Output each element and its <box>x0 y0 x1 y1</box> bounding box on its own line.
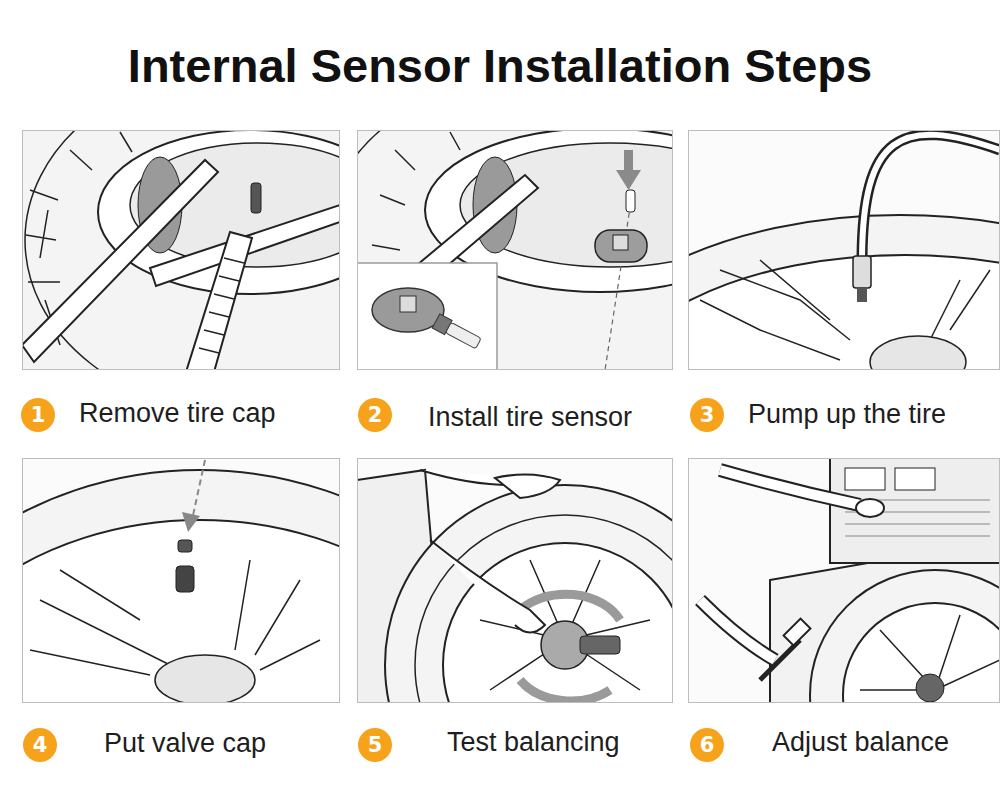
arm <box>700 600 775 660</box>
sensor-stem <box>432 314 482 351</box>
tread-edge <box>357 130 673 370</box>
callout-number: 6 <box>689 727 725 763</box>
inset-box <box>357 263 497 370</box>
step-caption: Pump up the tire <box>748 397 1000 431</box>
step-caption: Test balancing <box>447 725 707 759</box>
step-number-badge: 5 <box>357 727 393 763</box>
panel-border <box>357 458 673 703</box>
step-caption: Install tire sensor <box>428 400 688 434</box>
valve-stem <box>626 190 635 212</box>
rotate-arrow <box>520 680 610 701</box>
step-caption: Remove tire cap <box>79 396 339 430</box>
tire-outer <box>357 130 673 370</box>
callout-number: 3 <box>689 397 725 433</box>
panel-install-sensor <box>357 130 673 370</box>
panel-valve-cap <box>22 458 340 703</box>
rim <box>22 520 340 703</box>
callout-number: 5 <box>357 727 393 763</box>
panel-border <box>22 458 340 703</box>
diagram-title: Internal Sensor Installation Steps <box>0 36 1000 96</box>
hub <box>916 674 944 702</box>
hub <box>870 336 966 370</box>
panel-test-balance <box>357 458 673 703</box>
tire-outer <box>22 470 340 703</box>
callout-number: 1 <box>20 397 56 433</box>
callout-number: 2 <box>357 397 393 433</box>
stem-tube <box>446 322 482 349</box>
tire-sensor <box>595 230 647 262</box>
air-hose <box>862 135 1000 262</box>
panel-border <box>357 130 673 370</box>
valve-cap <box>178 540 192 552</box>
rim <box>443 543 673 703</box>
panel-pump <box>688 130 1000 370</box>
valve-stem <box>857 288 867 302</box>
air-hose <box>862 135 1000 262</box>
badge-circle <box>21 398 55 432</box>
valve-stem <box>176 566 194 592</box>
panel-border <box>688 458 1000 703</box>
guide-arrowhead <box>182 512 200 532</box>
arm <box>430 540 545 633</box>
rim <box>843 603 1000 703</box>
guide-arrow <box>192 460 205 520</box>
hose-nozzle <box>853 256 871 288</box>
step-number-badge: 1 <box>20 397 56 433</box>
tool-ribs <box>199 258 244 353</box>
valve-tool <box>186 232 252 370</box>
step-number-badge: 3 <box>689 397 725 433</box>
arm <box>700 600 775 660</box>
spokes <box>480 560 650 690</box>
panel-border <box>22 130 340 370</box>
tire-outer <box>385 485 673 703</box>
panel-adjust-balance <box>688 458 1000 703</box>
display-screen <box>895 468 935 490</box>
display-panel <box>830 458 1000 563</box>
sensor-window <box>400 296 416 312</box>
tire-outer <box>22 130 340 370</box>
step-number-badge: 4 <box>22 727 58 763</box>
hand <box>495 474 560 498</box>
step-caption: Put valve cap <box>104 726 364 760</box>
hammer-head <box>784 619 811 646</box>
guide-line <box>605 195 632 370</box>
hub <box>155 655 255 703</box>
badge-circle <box>23 728 57 762</box>
panel-remove-cap <box>22 130 340 370</box>
badge-circle <box>358 728 392 762</box>
badge-circle <box>358 398 392 432</box>
badge-circle <box>690 728 724 762</box>
badge-circle <box>690 398 724 432</box>
tread-edge <box>415 515 673 703</box>
shaft-knob <box>580 636 620 654</box>
display-screen <box>845 468 885 490</box>
display-grid <box>845 500 990 536</box>
insert-arrow <box>616 170 641 190</box>
tire-outer <box>810 570 1000 703</box>
tread-edge <box>25 130 340 370</box>
panel-border <box>688 130 1000 370</box>
sensor-window <box>613 235 628 250</box>
callout-number: 4 <box>22 727 58 763</box>
step-caption: Adjust balance <box>772 725 1000 759</box>
insert-arrow <box>624 150 633 172</box>
hand <box>856 499 884 517</box>
spokes <box>30 560 320 675</box>
valve-stem <box>251 183 261 213</box>
arm <box>720 470 860 505</box>
arm <box>720 470 860 505</box>
step-number-badge: 6 <box>689 727 725 763</box>
tire-outer <box>688 215 1000 370</box>
rim <box>688 255 1000 370</box>
step-number-badge: 2 <box>357 397 393 433</box>
